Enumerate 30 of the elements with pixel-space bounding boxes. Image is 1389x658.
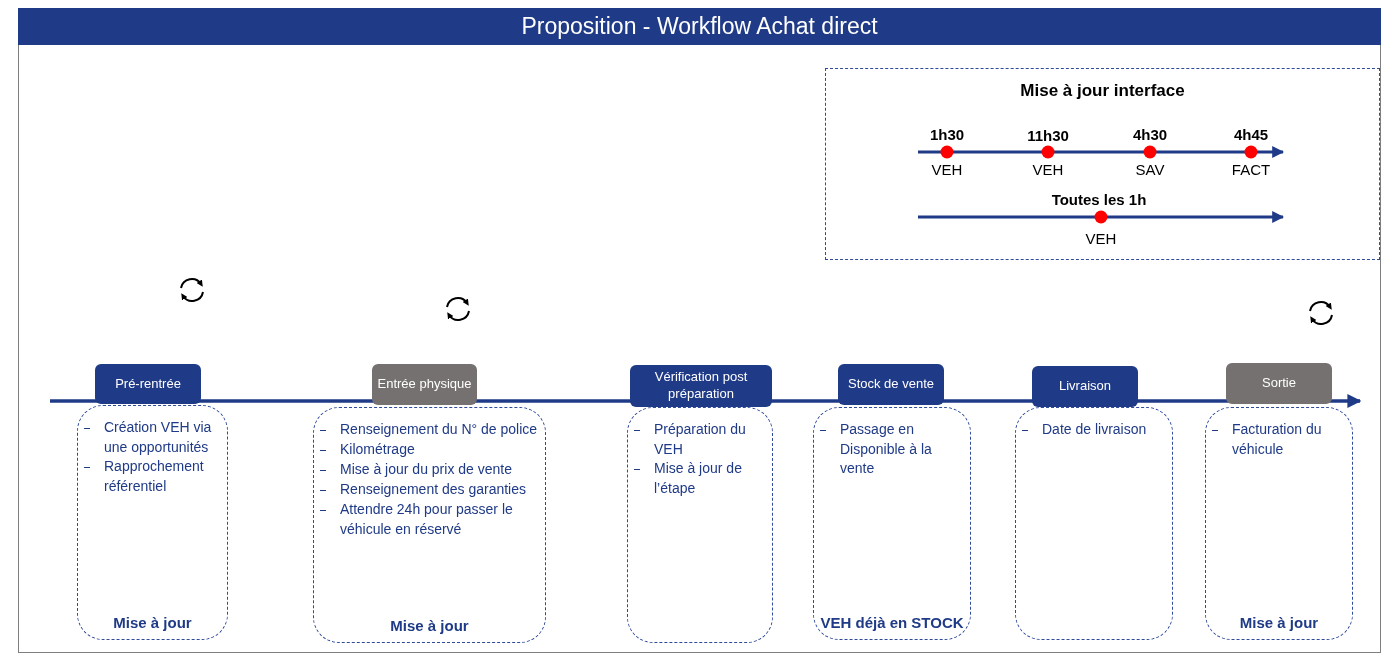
interface-panel: [825, 68, 1380, 260]
data-type-label: VEH: [1032, 161, 1064, 178]
update-note: Mise à jour: [112, 613, 193, 633]
update-note: Mise à jour: [389, 616, 470, 636]
time-label: Toutes les 1h: [1051, 191, 1147, 208]
stage-label: Vérification post préparation: [630, 365, 772, 407]
update-note: VEH déjà en STOCK: [819, 613, 965, 633]
step-details-box: [313, 407, 546, 643]
panel-heading: Mise à jour interface: [1019, 81, 1186, 101]
step-details-box: [1015, 407, 1173, 640]
stage-label: Livraison: [1032, 366, 1138, 407]
data-type-label: VEH: [1085, 230, 1117, 247]
time-label: 11h30: [1027, 127, 1069, 144]
time-label: 4h45: [1233, 126, 1269, 143]
stage-label: Entrée physique: [372, 364, 477, 405]
title-banner: Proposition - Workflow Achat direct: [18, 8, 1381, 45]
bullet-text: Renseignement du N° de police: [320, 420, 539, 440]
time-label: 4h30: [1132, 126, 1168, 143]
step-details-box: [813, 407, 971, 640]
step-details-box: [1205, 407, 1353, 640]
stage-label: Sortie: [1226, 363, 1332, 404]
time-label: 1h30: [929, 126, 965, 143]
step-details-box: [627, 407, 773, 643]
data-type-label: SAV: [1135, 161, 1165, 178]
data-type-label: FACT: [1231, 161, 1271, 178]
data-type-label: VEH: [931, 161, 963, 178]
update-note: Mise à jour: [1238, 613, 1320, 633]
stage-label: Pré-rentrée: [95, 364, 201, 404]
stage-label: Stock de vente: [838, 364, 944, 405]
step-details-box: [77, 405, 228, 640]
